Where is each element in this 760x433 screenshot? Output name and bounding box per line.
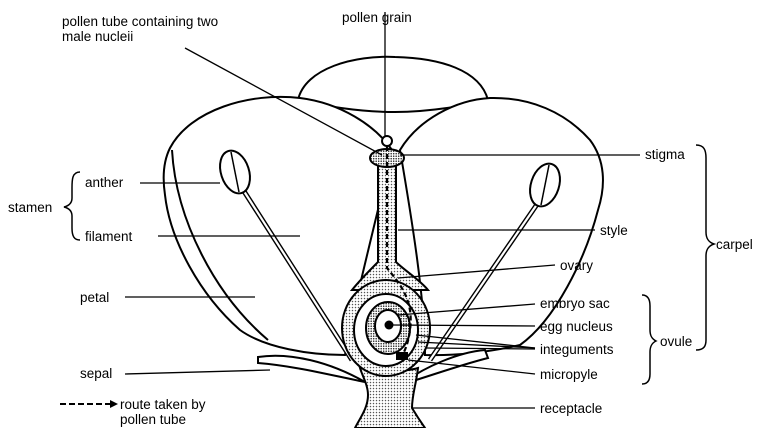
label-pollen-grain: pollen grain xyxy=(342,10,412,25)
label-embryo-sac: embryo sac xyxy=(540,296,610,311)
label-integuments: integuments xyxy=(540,342,614,357)
carpel-bracket xyxy=(696,145,714,350)
label-petal: petal xyxy=(80,290,109,305)
pollen-grain xyxy=(382,136,392,146)
label-pollen-tube: pollen tube containing two male nucleii xyxy=(62,14,242,44)
label-carpel: carpel xyxy=(716,237,753,252)
label-anther: anther xyxy=(85,175,123,190)
label-ovule: ovule xyxy=(660,334,692,349)
receptacle xyxy=(355,368,425,428)
label-style: style xyxy=(600,223,628,238)
legend-route: route taken by pollen tube xyxy=(120,397,230,427)
stamen-bracket xyxy=(64,172,80,240)
label-ovary: ovary xyxy=(560,258,593,273)
ovule-bracket xyxy=(642,295,656,384)
right-petal xyxy=(400,98,603,355)
label-receptacle: receptacle xyxy=(540,401,602,416)
label-stigma: stigma xyxy=(645,147,685,162)
label-filament: filament xyxy=(85,229,132,244)
label-stamen: stamen xyxy=(8,200,52,215)
label-micropyle: micropyle xyxy=(540,367,598,382)
label-sepal: sepal xyxy=(80,366,112,381)
legend-arrowhead xyxy=(110,400,118,408)
label-egg-nucleus: egg nucleus xyxy=(540,319,613,334)
